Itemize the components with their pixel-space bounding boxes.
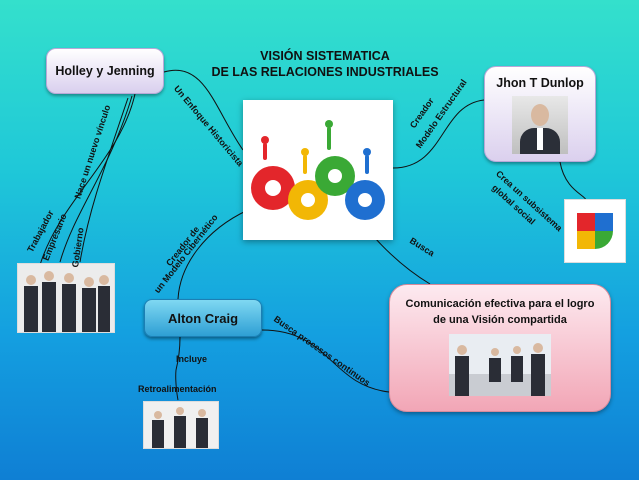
node-jhon-dunlop[interactable]: Jhon T Dunlop [484,66,596,162]
meeting-photo [143,401,219,449]
node-jhon-label: Jhon T Dunlop [496,76,584,90]
gear-green-icon [315,156,355,196]
comm-line-2: de una Visión compartida [433,314,567,326]
puzzle-image [564,199,626,263]
node-holley-label: Holley y Jenning [55,64,155,78]
node-comunicacion-efectiva[interactable]: Comunicación efectiva para el logro de u… [389,284,611,412]
node-alton-label: Alton Craig [167,310,239,326]
workers-photo [17,263,115,333]
office-photo [449,334,551,396]
diagram-title: VISIÓN SISTEMATICA DE LAS RELACIONES IND… [205,48,445,80]
gear-red-icon [251,166,295,210]
node-holley-jenning[interactable]: Holley y Jenning [46,48,164,94]
gears-image [243,100,393,240]
label-retroalimentacion: Retroalimentación [138,384,217,394]
title-line-1: VISIÓN SISTEMATICA [260,49,390,63]
title-line-2: DE LAS RELACIONES INDUSTRIALES [211,65,439,79]
gear-blue-icon [345,180,385,220]
node-alton-craig[interactable]: Alton Craig [144,299,262,337]
comm-line-1: Comunicación efectiva para el logro [405,298,595,310]
gear-yellow-icon [288,180,328,220]
label-incluye: Incluye [176,354,208,364]
portrait-photo [512,96,568,154]
